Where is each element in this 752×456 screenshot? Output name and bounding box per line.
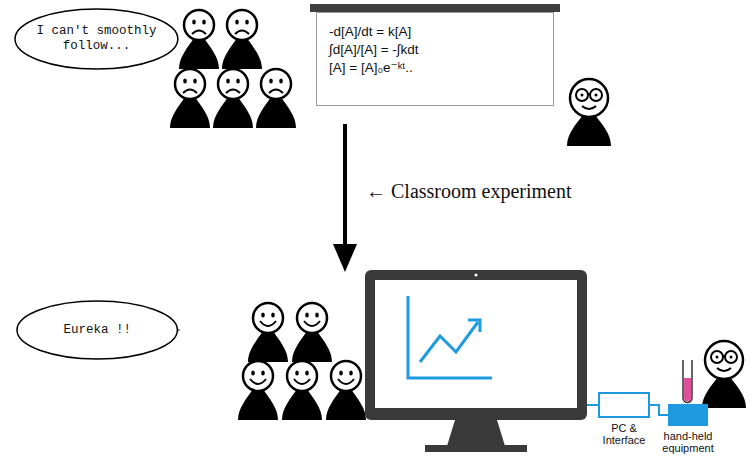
node-text: hand-held equipment <box>658 430 718 454</box>
node-text: Eureka !! <box>37 323 157 338</box>
chart-icon <box>408 296 492 378</box>
bubble-text: Eureka !! <box>37 323 157 338</box>
sad-students <box>170 10 296 128</box>
equipment-box: hand-held equipment <box>658 404 718 454</box>
down-arrow <box>343 124 347 248</box>
test-tube <box>683 360 692 403</box>
teacher <box>702 341 746 408</box>
interface-box: PC & Interface <box>594 392 654 446</box>
node-text: I can't smoothly follow... <box>35 24 157 54</box>
equipment-box-shape <box>668 404 708 426</box>
board-bar <box>310 4 560 12</box>
arrow-head <box>333 244 357 272</box>
speech-bubble: Eureka !! <box>16 300 178 360</box>
step-label: ← Classroom experiment <box>366 180 572 203</box>
equation: -d[A]/dt = k[A] <box>329 23 541 40</box>
interface-box-shape <box>598 392 650 418</box>
teacher <box>567 79 611 146</box>
equation: [A] = [A]₀e⁻ᵏᵗ.. <box>329 59 541 76</box>
monitor <box>365 270 587 452</box>
bubble-text: I can't smoothly follow... <box>35 24 157 54</box>
blackboard: -d[A]/dt = k[A]∫d[A]/[A] = -∫kdt[A] = [A… <box>316 12 554 106</box>
wire <box>587 404 598 406</box>
happy-students <box>238 303 366 420</box>
cable <box>650 405 668 415</box>
node-text: PC & Interface <box>594 422 654 446</box>
equation: ∫d[A]/[A] = -∫kdt <box>329 41 541 58</box>
speech-bubble: I can't smoothly follow... <box>14 8 179 70</box>
